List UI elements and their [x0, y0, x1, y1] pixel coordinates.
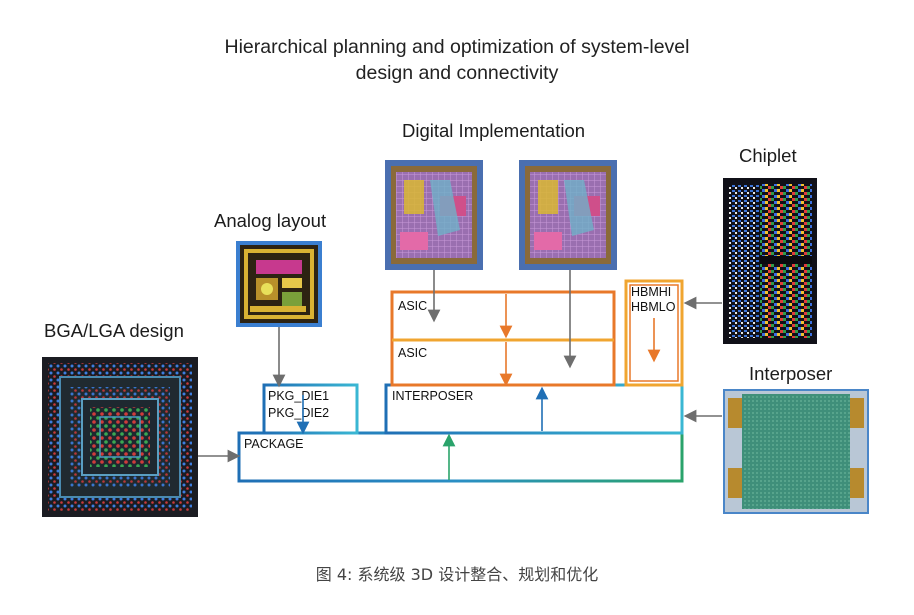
asic-image-1 [385, 160, 483, 270]
bga-lga-label: BGA/LGA design [44, 320, 184, 341]
interposer-label: Interposer [749, 363, 833, 384]
pkg-die1-label: PKG_DIE1 [268, 389, 329, 403]
analog-layout-label: Analog layout [214, 210, 327, 231]
diagram-title: Hierarchical planning and optimization o… [0, 34, 914, 86]
chiplet-image [723, 178, 817, 344]
asic-image-2 [519, 160, 617, 270]
hbmlo-label: HBMLO [631, 300, 676, 314]
digital-implementation-label: Digital Implementation [402, 120, 586, 141]
pkg-die2-label: PKG_DIE2 [268, 406, 329, 420]
asic-bottom-label: ASIC [398, 346, 427, 360]
bga-lga-image [42, 357, 198, 517]
interposer-box [384, 383, 684, 435]
interposer-image [723, 389, 869, 514]
package-box [237, 431, 684, 483]
pkg-die-box [262, 383, 359, 435]
title-line-2: design and connectivity [355, 62, 559, 84]
package-box-label: PACKAGE [244, 437, 304, 451]
hbm-box [624, 279, 684, 387]
title-line-1: Hierarchical planning and optimization o… [224, 36, 690, 58]
figure-caption: 图 4: 系统级 3D 设计整合、规划和优化 [315, 565, 599, 584]
hbm-inner-box [629, 284, 679, 382]
asic-top-label: ASIC [398, 299, 427, 313]
chiplet-label: Chiplet [739, 145, 797, 166]
analog-layout-image [236, 241, 322, 327]
hbmhi-label: HBMHI [631, 285, 671, 299]
interposer-box-label: INTERPOSER [392, 389, 473, 403]
